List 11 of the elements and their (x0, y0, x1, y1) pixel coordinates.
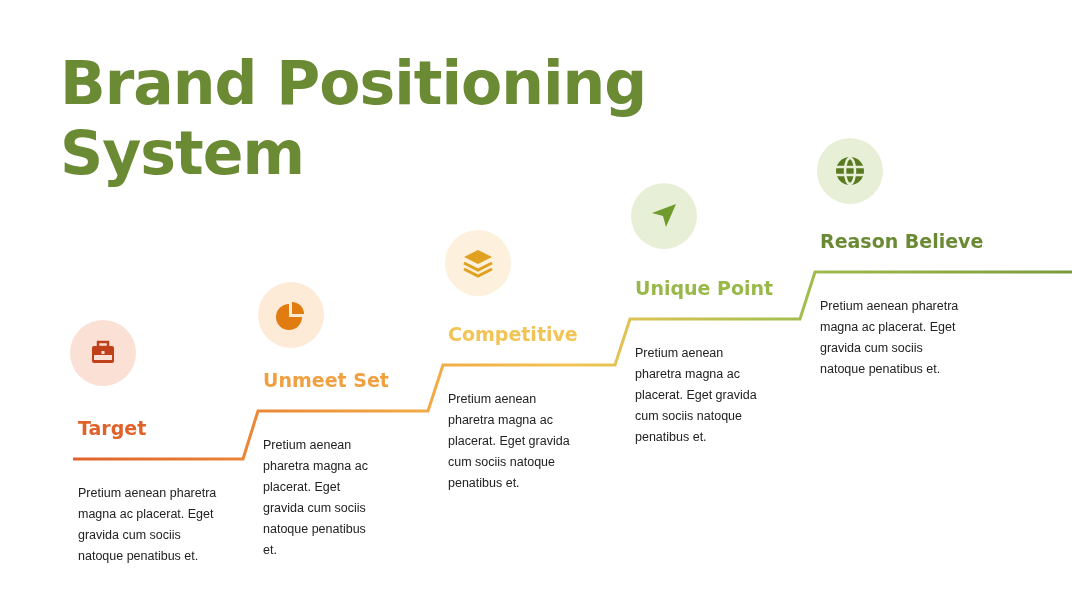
step-description: Pretium aenean pharetra magna ac placerat. Eget gravida cum sociis natoque penatibus et. (263, 437, 369, 559)
step-heading: Unique Point (635, 277, 774, 299)
step-description: Pretium aenean pharetra magna ac placerat. Eget gravida cum sociis natoque penatibus et. (820, 298, 960, 378)
title: Brand Positioning System (60, 48, 648, 188)
step-heading: Competitive (448, 323, 578, 345)
step-description: Pretium aenean pharetra magna ac placerat. Eget gravida cum sociis natoque penatibus et. (448, 391, 571, 492)
step-heading: Target (78, 417, 147, 439)
step-description: Pretium aenean pharetra magna ac placerat. Eget gravida cum sociis natoque penatibus et. (635, 345, 758, 446)
step-heading: Reason Believe (820, 230, 984, 252)
step-description: Pretium aenean pharetra magna ac placerat. Eget gravida cum sociis natoque penatibus et. (78, 485, 218, 565)
step-heading: Unmeet Set (263, 369, 389, 391)
